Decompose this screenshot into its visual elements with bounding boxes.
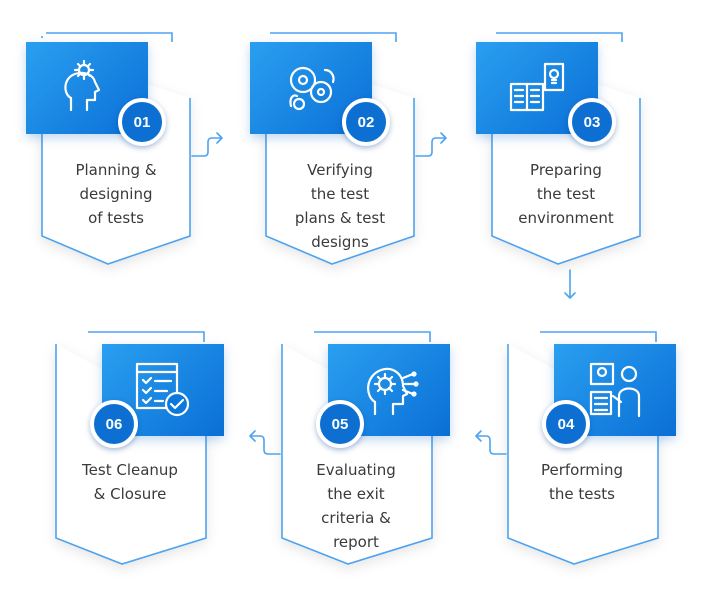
- step-label: Test Cleanup & Closure: [82, 461, 178, 503]
- step-label: Preparing the test environment: [518, 161, 614, 227]
- server-person-icon: [589, 362, 641, 418]
- step-label: Planning & designing of tests: [75, 161, 157, 227]
- arrow-step-05-to-06: [249, 430, 281, 455]
- arrow-step-01-to-02: [191, 132, 223, 157]
- step-number-badge: 03: [568, 98, 616, 146]
- card-outline: [507, 331, 659, 565]
- arrow-step-02-to-03: [415, 132, 447, 157]
- step-label: Evaluating the exit criteria & report: [316, 461, 396, 551]
- step-label: Verifying the test plans & test designs: [294, 161, 386, 251]
- arrow-step-04-to-05: [475, 430, 507, 455]
- checklist-icon: [135, 362, 190, 417]
- step-number-badge: 04: [542, 400, 590, 448]
- step-label: Performing the tests: [540, 461, 624, 503]
- step-card-06: 06 Test Cleanup & Closure: [36, 330, 236, 580]
- step-card-04: 04 Performing the tests: [488, 330, 688, 580]
- step-number-badge: 02: [342, 98, 390, 146]
- icon-box: [26, 42, 148, 134]
- step-number-badge: 06: [90, 400, 138, 448]
- step-card-02: 02 Verifying the test plans & test desig…: [246, 28, 446, 278]
- step-card-01: 01 Planning & designing of tests: [22, 28, 222, 278]
- head-gear-icon: [64, 59, 101, 112]
- card-outline: [281, 331, 433, 565]
- step-card-05: 05 Evaluating the exit criteria & report: [262, 330, 462, 580]
- arrow-step-03-to-04: [564, 269, 576, 299]
- card-outline: [55, 331, 207, 565]
- book-lightbulb-icon: [509, 62, 565, 112]
- step-number-badge: 05: [316, 400, 364, 448]
- ai-head-icon: [367, 367, 419, 416]
- brain-gears-icon: [289, 66, 335, 111]
- step-number-badge: 01: [118, 98, 166, 146]
- step-card-03: 03 Preparing the test environment: [472, 28, 672, 278]
